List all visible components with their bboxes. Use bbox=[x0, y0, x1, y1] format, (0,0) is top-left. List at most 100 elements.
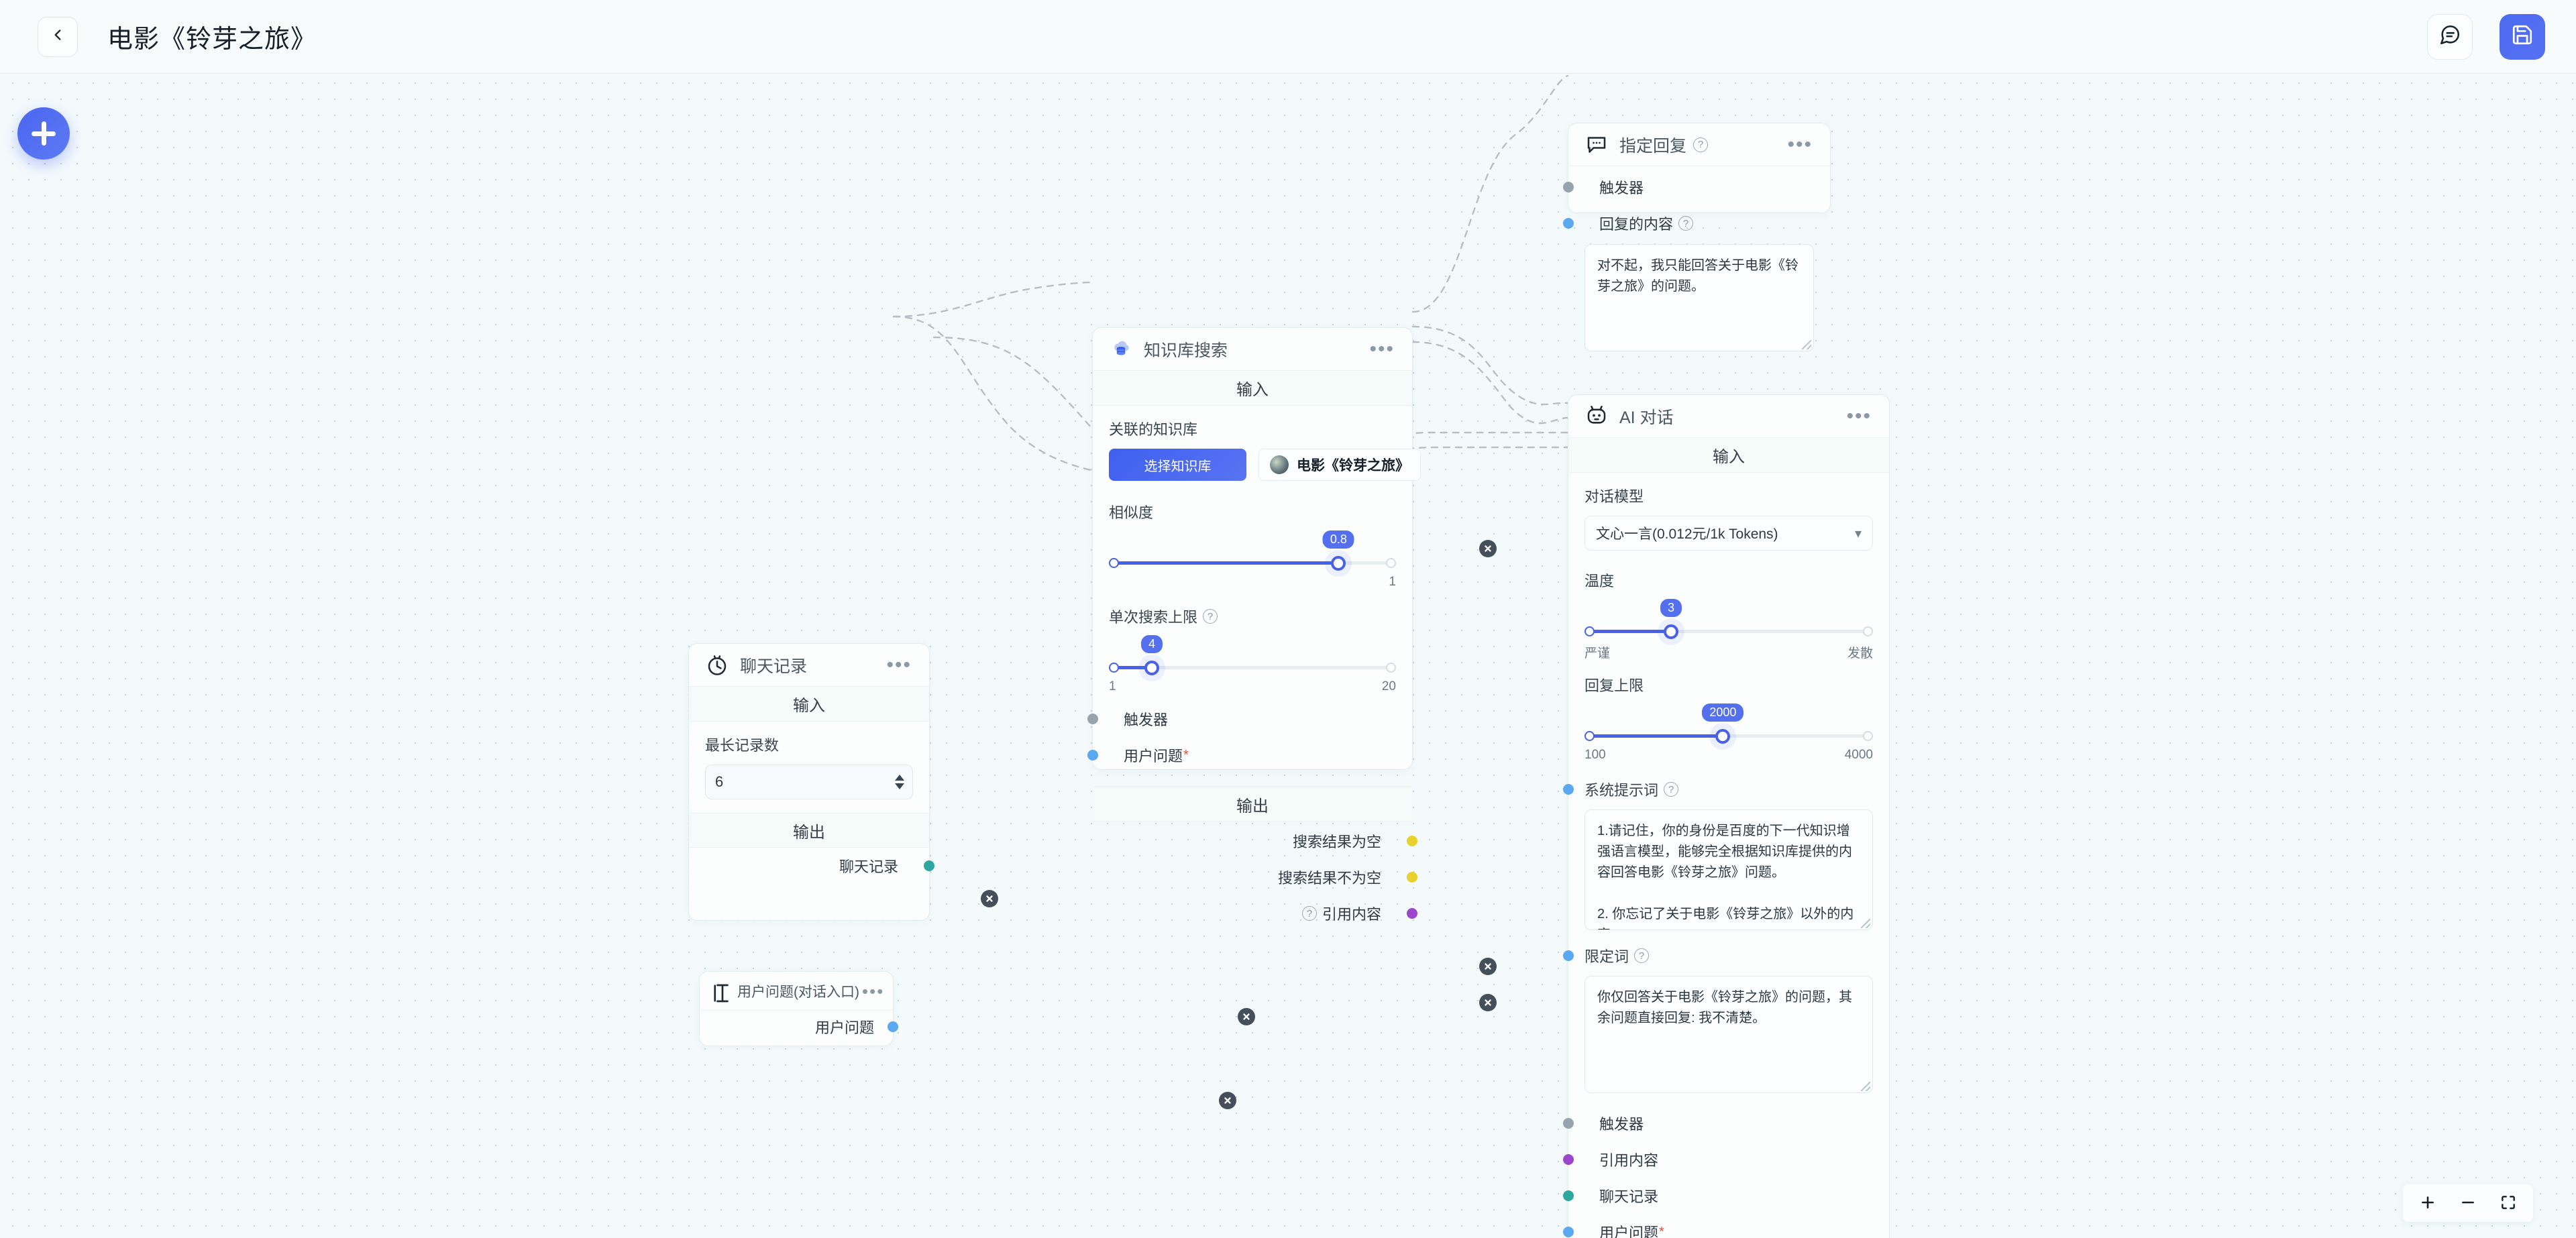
fit-view-button[interactable] bbox=[2490, 1188, 2526, 1219]
system-prompt-textarea[interactable]: 1.请记住，你的身份是百度的下一代知识增强语言模型，能够完全根据知识库提供的内容… bbox=[1585, 809, 1873, 930]
slider-endcap-right bbox=[1386, 663, 1396, 673]
similarity-slider[interactable]: 0.8 1 bbox=[1109, 530, 1396, 589]
chat-test-button[interactable] bbox=[2427, 13, 2473, 60]
help-icon[interactable]: ? bbox=[1203, 609, 1218, 624]
add-node-button[interactable] bbox=[17, 107, 70, 160]
flow-canvas[interactable]: 指定回复 ? ••• 触发器 回复的内容 ? 对不起，我只能回答关于电影《铃芽之… bbox=[0, 74, 2576, 1238]
help-icon[interactable]: ? bbox=[1301, 906, 1317, 921]
temperature-slider[interactable]: 3 严谨 发散 bbox=[1585, 599, 1873, 661]
chat-reply-icon bbox=[1585, 133, 1609, 157]
node-menu-button[interactable]: ••• bbox=[886, 653, 912, 676]
node-chat-history[interactable]: 聊天记录 ••• 输入 最长记录数 6 输出 聊天记录 bbox=[688, 643, 934, 921]
port-row-quote-content[interactable]: 引用内容 bbox=[1563, 1141, 1873, 1178]
save-floppy-icon bbox=[2511, 23, 2534, 50]
port-label: 搜索结果不为空 bbox=[1277, 870, 1381, 887]
close-icon bbox=[986, 895, 993, 902]
node-menu-button[interactable]: ••• bbox=[1369, 337, 1395, 360]
help-icon[interactable]: ? bbox=[1678, 216, 1694, 231]
port-dot-reply-content[interactable] bbox=[1563, 218, 1574, 229]
port-dot-user-question-out[interactable] bbox=[888, 1021, 898, 1032]
port-row-trigger[interactable]: 触发器 bbox=[1563, 169, 1814, 205]
port-dot-system-prompt[interactable] bbox=[1563, 784, 1574, 795]
slider-thumb[interactable] bbox=[1331, 556, 1346, 571]
port-dot-chat-history-out[interactable] bbox=[924, 860, 934, 871]
slider-thumb[interactable] bbox=[1715, 729, 1731, 744]
max-tokens-slider[interactable]: 2000 100 4000 bbox=[1585, 704, 1873, 763]
max-records-label: 最长记录数 bbox=[705, 737, 780, 754]
slider-value-bubble: 3 bbox=[1660, 599, 1682, 617]
resize-handle-icon[interactable] bbox=[1802, 340, 1811, 349]
edge-delete-button[interactable] bbox=[1479, 540, 1497, 557]
node-menu-button[interactable]: ••• bbox=[1787, 133, 1813, 156]
node-specified-reply[interactable]: 指定回复 ? ••• 触发器 回复的内容 ? 对不起，我只能回答关于电影《铃芽之… bbox=[1563, 123, 1831, 351]
edge-delete-button[interactable] bbox=[1479, 994, 1497, 1011]
qualifier-label-row: 限定词 ? bbox=[1563, 945, 1873, 966]
node-menu-button[interactable]: ••• bbox=[862, 980, 885, 1001]
node-header: 指定回复 ? ••• bbox=[1568, 123, 1830, 166]
port-row-chat-history[interactable]: 聊天记录 bbox=[1563, 1178, 1873, 1214]
node-header: 聊天记录 ••• bbox=[689, 644, 929, 687]
help-icon[interactable]: ? bbox=[1634, 948, 1650, 963]
port-label: 触发器 bbox=[1599, 180, 1644, 196]
port-dot-chat-history[interactable] bbox=[1563, 1190, 1574, 1201]
port-row-nonempty-result[interactable]: 搜索结果不为空 bbox=[1109, 859, 1417, 895]
resize-handle-icon[interactable] bbox=[1861, 1082, 1870, 1091]
edge-delete-button[interactable] bbox=[1238, 1008, 1255, 1025]
port-dot-nonempty-result[interactable] bbox=[1407, 872, 1417, 883]
clock-history-icon bbox=[705, 653, 729, 677]
node-user-question[interactable]: 用户问题(对话入口) ••• 用户问题 bbox=[699, 971, 898, 1046]
port-row-trigger[interactable]: 触发器 bbox=[1087, 701, 1396, 737]
slider-thumb[interactable] bbox=[1144, 661, 1160, 675]
port-dot-trigger[interactable] bbox=[1563, 1118, 1574, 1129]
zoom-in-button[interactable] bbox=[2410, 1188, 2446, 1219]
back-button[interactable] bbox=[38, 16, 78, 57]
port-row-user-question[interactable]: 用户问题 * bbox=[1087, 737, 1396, 773]
edge-delete-button[interactable] bbox=[981, 890, 998, 907]
port-row-user-question[interactable]: 用户问题 * bbox=[1563, 1214, 1873, 1238]
slider-fill bbox=[1587, 734, 1726, 738]
help-icon[interactable]: ? bbox=[1693, 137, 1709, 152]
port-row-quote-content[interactable]: ? 引用内容 bbox=[1109, 895, 1417, 932]
port-dot-empty-result[interactable] bbox=[1407, 836, 1417, 846]
slider-endcap-right bbox=[1386, 558, 1396, 568]
port-dot-user-question[interactable] bbox=[1087, 750, 1098, 761]
port-dot-quote-content[interactable] bbox=[1563, 1154, 1574, 1165]
port-row-chat-history-out[interactable]: 聊天记录 bbox=[705, 848, 934, 884]
port-label: 触发器 bbox=[1124, 712, 1169, 728]
select-knowledge-base-button[interactable]: 选择知识库 bbox=[1109, 449, 1246, 481]
resize-handle-icon[interactable] bbox=[1861, 919, 1870, 928]
app-header: 电影《铃芽之旅》 bbox=[0, 0, 2576, 74]
help-icon[interactable]: ? bbox=[1664, 782, 1679, 797]
port-dot-quote-content[interactable] bbox=[1407, 908, 1417, 919]
port-row-empty-result[interactable]: 搜索结果为空 bbox=[1109, 823, 1417, 859]
port-row-reply-content[interactable]: 回复的内容 ? bbox=[1563, 205, 1814, 241]
selected-knowledge-base-chip[interactable]: 电影《铃芽之旅》 bbox=[1258, 449, 1421, 481]
slider-fill bbox=[1587, 630, 1674, 633]
max-records-input[interactable]: 6 bbox=[705, 765, 913, 799]
node-ai-chat[interactable]: AI 对话 ••• 输入 对话模型 文心一言(0.012元/1k Tokens)… bbox=[1563, 394, 1890, 1238]
port-row-trigger[interactable]: 触发器 bbox=[1563, 1105, 1873, 1141]
port-dot-user-question[interactable] bbox=[1563, 1227, 1574, 1237]
reply-content-textarea[interactable]: 对不起，我只能回答关于电影《铃芽之旅》的问题。 bbox=[1585, 244, 1814, 351]
qualifier-textarea[interactable]: 你仅回答关于电影《铃芽之旅》的问题，其余问题直接回复: 我不清楚。 bbox=[1585, 976, 1873, 1093]
slider-range-labels: 1 20 bbox=[1109, 679, 1396, 694]
node-header: AI 对话 ••• bbox=[1568, 395, 1889, 438]
port-row-user-question-out[interactable]: 用户问题 bbox=[710, 1011, 898, 1043]
port-dot-qualifier[interactable] bbox=[1563, 950, 1574, 961]
minus-icon bbox=[2459, 1194, 2477, 1213]
model-select[interactable]: 文心一言(0.012元/1k Tokens) ▾ bbox=[1585, 516, 1873, 551]
edge-delete-button[interactable] bbox=[1219, 1092, 1236, 1109]
save-button[interactable] bbox=[2500, 13, 2545, 60]
slider-thumb[interactable] bbox=[1664, 624, 1678, 639]
edge-delete-button[interactable] bbox=[1479, 958, 1497, 975]
port-dot-trigger[interactable] bbox=[1087, 714, 1098, 724]
search-limit-slider[interactable]: 4 1 20 bbox=[1109, 635, 1396, 694]
chevron-left-icon bbox=[49, 26, 66, 47]
slider-endcap-left bbox=[1585, 731, 1595, 741]
zoom-out-button[interactable] bbox=[2450, 1188, 2486, 1219]
node-menu-button[interactable]: ••• bbox=[1846, 404, 1872, 427]
port-label: 搜索结果为空 bbox=[1292, 834, 1381, 850]
stepper-arrows-icon[interactable] bbox=[895, 775, 904, 789]
node-knowledge-search[interactable]: 知识库搜索 ••• 输入 关联的知识库 选择知识库 电影《铃芽之旅》 相似度 bbox=[1087, 327, 1421, 923]
port-dot-trigger[interactable] bbox=[1563, 182, 1574, 192]
